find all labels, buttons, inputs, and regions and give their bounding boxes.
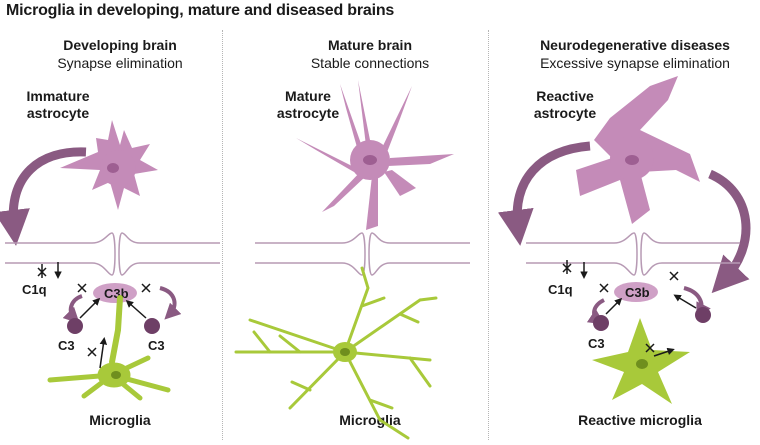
astrocyte-label-mature: Mature astrocyte: [258, 88, 358, 122]
astrocyte-label-immature: Immature astrocyte: [8, 88, 108, 122]
c3b-complex-developing: [93, 283, 137, 303]
reactive-astrocyte-arrow-right: [708, 169, 751, 294]
astrocyte-label-line: Reactive: [536, 88, 594, 104]
c3-dot-left: [67, 318, 83, 334]
mature-astrocyte: [296, 80, 454, 230]
c3b-complex-disease: [614, 282, 658, 302]
astrocyte-signal-arrow: [0, 147, 87, 246]
panel-subheading-disease: Excessive synapse elimination: [540, 55, 730, 71]
c3-arrow-right: [159, 286, 182, 320]
c1q-molecules-developing: [37, 262, 151, 293]
c3b-label-developing: C3b: [104, 286, 129, 301]
panel-divider-2: [488, 30, 489, 440]
c1q-molecules-disease: [562, 260, 679, 293]
panel-heading-developing: Developing brain: [63, 37, 177, 53]
astrocyte-nucleus: [363, 155, 377, 165]
microglia-receptor-developing: [87, 337, 108, 369]
astrocyte-nucleus: [107, 163, 119, 173]
microglia-label-developing: Microglia: [89, 412, 151, 428]
panel-heading-mature: Mature brain: [327, 37, 412, 53]
c3b-label-disease: C3b: [625, 285, 650, 300]
c3-label-right-developing: C3: [148, 338, 165, 353]
panel-heading-disease: Neurodegenerative diseases: [540, 37, 730, 53]
c3-dot-left-disease: [593, 315, 609, 331]
c1q-label-disease: C1q: [548, 282, 573, 297]
microglia-nucleus: [636, 359, 648, 369]
c3-dot-right-disease: [695, 307, 711, 323]
astrocyte-label-line: astrocyte: [26, 105, 90, 121]
microglia-nucleus: [111, 371, 121, 379]
c3-arrow-left: [62, 294, 83, 324]
microglia-developing: [47, 295, 171, 401]
microglia-nucleus: [340, 348, 350, 356]
microglia-mature: [234, 266, 438, 440]
astrocyte-label-line: Immature: [26, 88, 90, 104]
panel-subheading-mature: Stable connections: [310, 55, 430, 71]
panel-divider-1: [222, 30, 223, 440]
c3-label-left-developing: C3: [58, 338, 75, 353]
astrocyte-label-line: Mature: [285, 88, 331, 104]
synapse-mature: [255, 232, 470, 276]
figure-title: Microglia in developing, mature and dise…: [6, 2, 395, 19]
microglia-label-reactive: Reactive microglia: [578, 412, 702, 428]
reactive-astrocyte: [576, 76, 700, 224]
synapse-developing: [5, 232, 220, 276]
c3-dot-right: [144, 318, 160, 334]
immature-astrocyte: [60, 120, 158, 210]
c1q-label-developing: C1q: [22, 282, 47, 297]
c3-label-disease: C3: [588, 336, 605, 351]
reactive-astrocyte-arrow-left: [497, 141, 591, 246]
astrocyte-nucleus: [625, 155, 639, 165]
panel-subheading-developing: Synapse elimination: [57, 55, 183, 71]
astrocyte-label-line: astrocyte: [533, 105, 597, 121]
astrocyte-label-reactive: Reactive astrocyte: [515, 88, 615, 122]
astrocyte-label-line: astrocyte: [276, 105, 340, 121]
reactive-microglia: [592, 318, 690, 404]
synapse-disease: [526, 232, 740, 276]
microglia-receptor-disease: [645, 343, 675, 357]
